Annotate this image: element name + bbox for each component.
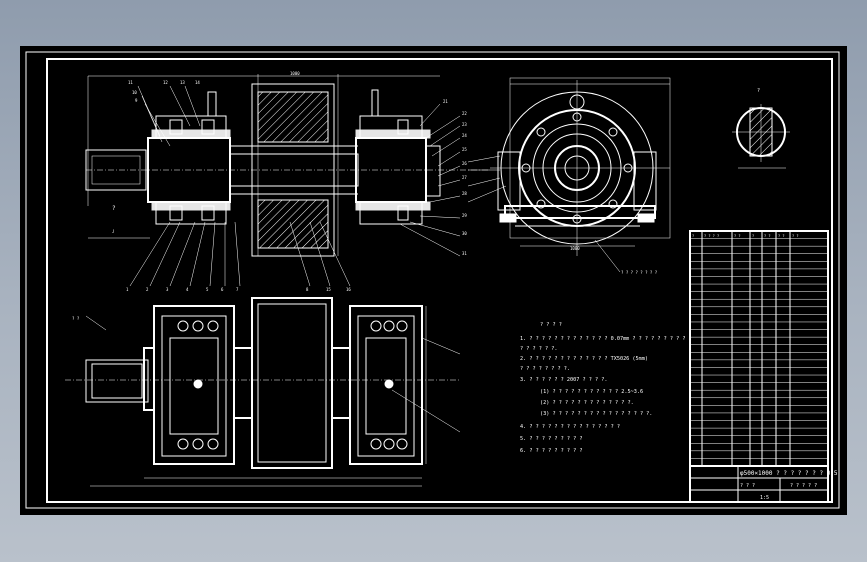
svg-text:4: 4: [186, 287, 189, 292]
section-marker-a: ?: [112, 205, 116, 212]
svg-text:6: 6: [221, 287, 224, 292]
svg-text:3: 3: [166, 287, 169, 292]
svg-text:31: 31: [462, 251, 467, 256]
svg-text:24: 24: [462, 133, 467, 138]
bom-header-cell: ? ? ? ?: [704, 234, 719, 238]
note-line-6: (1) ? ? ? ? ? ? ? ? ? ? ? 2.5~3.6: [540, 389, 643, 395]
cad-viewport[interactable]: 1000: [20, 46, 847, 515]
end-view-callout: ? ? ? ? ? ? ? ?: [621, 270, 658, 275]
svg-text:1000: 1000: [570, 246, 580, 251]
svg-text:12: 12: [163, 80, 168, 85]
svg-text:2: 2: [146, 287, 149, 292]
svg-text:26: 26: [462, 161, 467, 166]
notes-heading: ? ? ? ?: [540, 322, 562, 328]
bom-row-lines: [690, 238, 828, 459]
svg-text:?: ?: [757, 88, 760, 94]
svg-text:1: 1: [126, 287, 129, 292]
svg-text:10: 10: [132, 90, 137, 95]
svg-text:15: 15: [326, 287, 331, 292]
bom-header-cell: ? ?: [764, 234, 771, 238]
technical-notes: ? ? ? ? 1. ? ? ? ? ? ? ? ? ? ? ? ? ? 0.0…: [520, 322, 686, 454]
bom-table: ? ? ? ? ? ? ?? ? ? ? ? ? ?: [689, 230, 829, 503]
outer-frame: [25, 51, 840, 509]
scale-text: 1:5: [760, 495, 769, 501]
note-line-9: 4. ? ? ? ? ? ? ? ? ? ? ? ? ? ? ?: [520, 424, 620, 430]
drum-upper-hatch: [257, 91, 329, 143]
svg-text:┘: ┘: [111, 229, 115, 236]
drawing-subtitle: ? ? ?: [740, 483, 755, 489]
dim-length-label: 1000: [290, 71, 300, 76]
bom-cells: ? ? ? ? ? ? ?? ? ? ? ? ? ?: [692, 234, 799, 238]
drawing-title: φ500×1000 ? ? ? ? ? ? ? 0.5: [740, 470, 838, 477]
svg-text:9: 9: [135, 98, 138, 103]
bom-header-cell: ? ?: [734, 234, 741, 238]
note-line-4: ? ? ? ? ? ? ? ?.: [520, 366, 570, 372]
svg-text:8: 8: [306, 287, 309, 292]
note-line-3: 2. ? ? ? ? ? ? ? ? ? ? ? ? ? TX5026 (5mm…: [520, 356, 648, 362]
svg-text:14: 14: [195, 80, 200, 85]
svg-text:25: 25: [462, 147, 467, 152]
note-line-5: 3. ? ? ? ? ? ? 2007 ? ? ? ?.: [520, 377, 607, 383]
svg-text:28: 28: [462, 191, 467, 196]
note-line-2: ? ? ? ? ? ?.: [520, 346, 557, 352]
svg-text:11: 11: [128, 80, 133, 85]
svg-text:5: 5: [206, 287, 209, 292]
svg-text:21: 21: [443, 99, 448, 104]
svg-text:23: 23: [462, 122, 467, 127]
note-line-10: 5. ? ? ? ? ? ? ? ? ?: [520, 436, 582, 442]
end-view: ? ? ? ? ? ? ? ? 1000: [467, 77, 671, 275]
company-name: ? ? ? ? ?: [790, 483, 817, 489]
section-view-front: 1000: [85, 71, 490, 292]
note-line-1: 1. ? ? ? ? ? ? ? ? ? ? ? ? ? 0.07mm ? ? …: [520, 336, 686, 342]
cad-drawing-canvas: 1000: [25, 51, 840, 509]
drum-lower-hatch: [257, 199, 329, 249]
bom-header-cell: ?: [692, 234, 694, 238]
note-line-11: 6. ? ? ? ? ? ? ? ? ?: [520, 448, 582, 454]
svg-text:27: 27: [462, 175, 467, 180]
bom-header-cell: ? ?: [792, 234, 799, 238]
note-line-8: (3) ? ? ? ? ? ? ? ? ? ? ? ? ? ? ? ?.: [540, 411, 652, 417]
title-block: φ500×1000 ? ? ? ? ? ? ? 0.5 ? ? ? 1:5 ? …: [689, 465, 838, 503]
svg-text:29: 29: [462, 213, 467, 218]
svg-text:? ?: ? ?: [72, 316, 80, 321]
svg-text:16: 16: [346, 287, 351, 292]
svg-text:13: 13: [180, 80, 185, 85]
bom-header-cell: ?: [752, 234, 754, 238]
svg-text:30: 30: [462, 231, 467, 236]
svg-text:7: 7: [236, 287, 239, 292]
plan-view: ? ?: [65, 297, 461, 487]
bom-header-cell: ? ?: [778, 234, 785, 238]
detail-section: ?: [732, 88, 790, 169]
inner-frame: [46, 58, 833, 503]
svg-text:22: 22: [462, 111, 467, 116]
note-line-7: (2) ? ? ? ? ? ? ? ? ? ? ? ? ?.: [540, 400, 634, 406]
